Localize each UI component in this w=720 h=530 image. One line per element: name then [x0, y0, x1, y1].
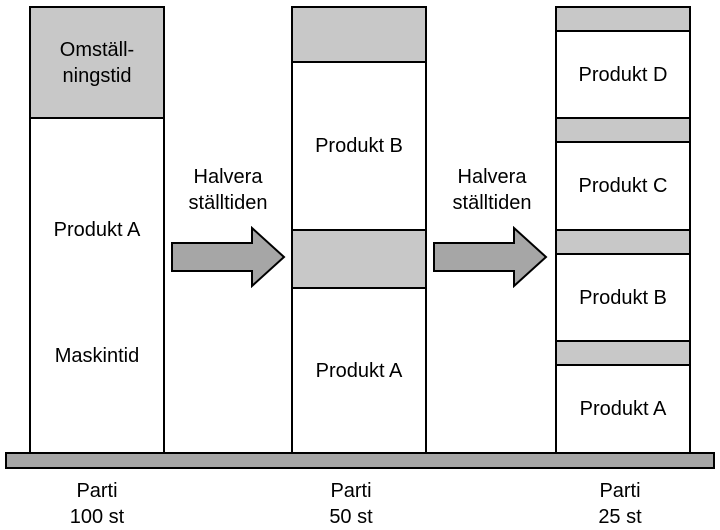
- right-arrow-icon-1: [171, 226, 286, 288]
- halve-line1: Halvera: [193, 166, 263, 188]
- machine-time-label: Maskintid: [54, 345, 140, 367]
- setup-block-col3-4: [555, 340, 691, 366]
- setup-block-col2-top: [291, 6, 427, 63]
- product-b-label-col3: Produkt B: [579, 286, 667, 309]
- halve-line2: ställtiden: [452, 192, 532, 214]
- product-d-label: Produkt D: [578, 63, 668, 86]
- product-a-label-col2: Produkt A: [315, 359, 403, 382]
- setup-block-col3-3: [555, 229, 691, 255]
- product-d-block-col3: Produkt D: [555, 30, 691, 119]
- product-b-label-col2: Produkt B: [315, 135, 403, 157]
- batch-size: 25 st: [598, 506, 642, 528]
- batch-label-col1: Parti 100 st: [29, 478, 165, 530]
- batch-word: Parti: [599, 480, 641, 502]
- setup-time-block-col1: Omställ- ningstid: [29, 6, 165, 119]
- setup-block-col2-mid: [291, 229, 427, 289]
- product-c-label: Produkt C: [578, 175, 668, 197]
- halve-line1: Halvera: [457, 166, 527, 188]
- batch-size: 50 st: [329, 506, 373, 528]
- setup-time-label: Omställ- ningstid: [59, 38, 135, 87]
- product-a-label-col3: Produkt A: [579, 398, 667, 420]
- right-arrow-icon-2: [433, 226, 548, 288]
- product-c-block-col3: Produkt C: [555, 141, 691, 231]
- batch-word: Parti: [76, 480, 118, 502]
- halve-line2: ställtiden: [188, 192, 268, 214]
- halve-setup-text-2: Halvera ställtiden: [436, 164, 548, 216]
- batch-label-col3: Parti 25 st: [560, 478, 680, 530]
- product-a-block-col1: Produkt A Maskintid: [29, 117, 165, 454]
- base-bar: [5, 452, 715, 469]
- setup-block-col3-1: [555, 6, 691, 32]
- product-b-block-col2: Produkt B: [291, 61, 427, 231]
- product-a-label-col1: Produkt A: [53, 219, 141, 241]
- batch-label-col2: Parti 50 st: [291, 478, 411, 530]
- setup-block-col3-2: [555, 117, 691, 143]
- batch-word: Parti: [330, 480, 372, 502]
- product-a-block-col3: Produkt A: [555, 364, 691, 454]
- product-b-block-col3: Produkt B: [555, 253, 691, 342]
- halve-setup-text-1: Halvera ställtiden: [172, 164, 284, 216]
- product-a-block-col2: Produkt A: [291, 287, 427, 454]
- batch-size: 100 st: [69, 506, 125, 528]
